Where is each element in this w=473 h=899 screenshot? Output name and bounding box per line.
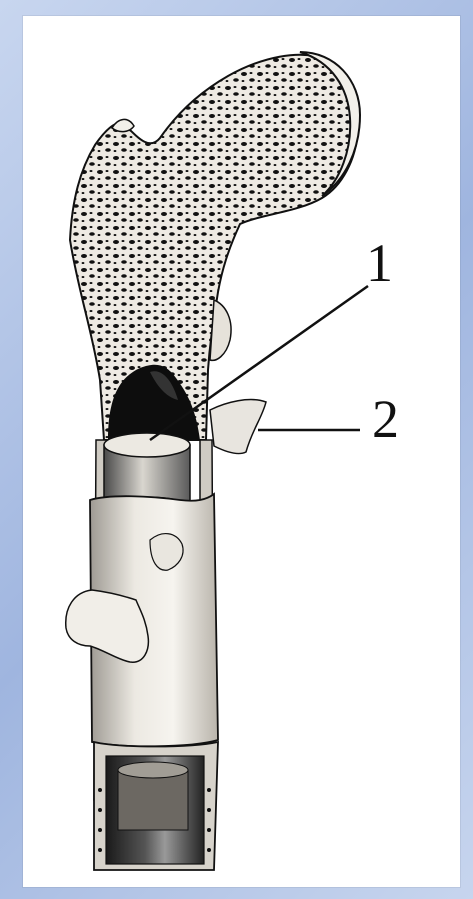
label-1: 1 (366, 236, 393, 290)
periosteal-flap-left (66, 590, 149, 662)
periosteal-flap-upper (210, 400, 266, 454)
label-2: 2 (372, 392, 399, 446)
lesser-trochanter (210, 300, 231, 360)
femoral-head (70, 55, 359, 440)
greater-trochanter (112, 119, 134, 131)
